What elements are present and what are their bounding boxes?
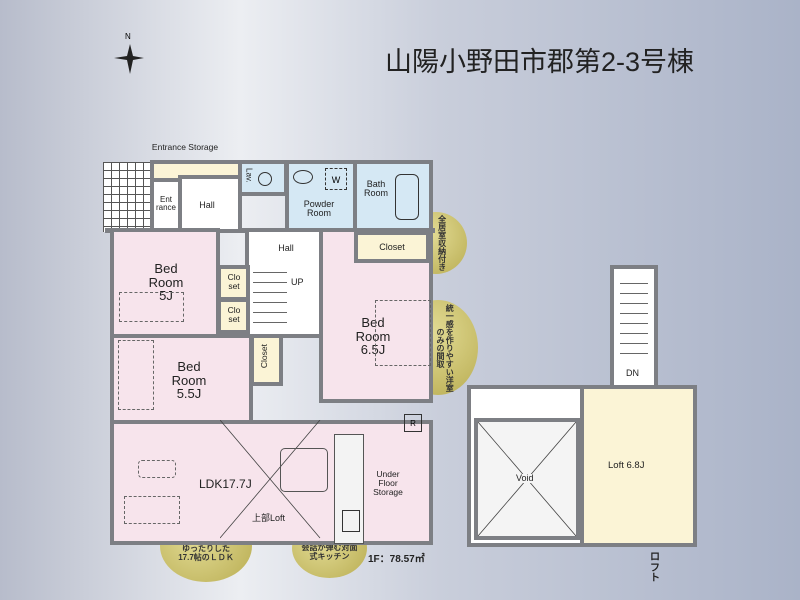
entrance-storage-label: Entrance Storage (151, 142, 219, 152)
loft-above-diagonal-lines (220, 420, 321, 539)
bath-room: Bath Room (353, 160, 433, 232)
loft: Loft 6.8J (580, 385, 697, 547)
bed-icon (118, 340, 154, 410)
bath-room-label: Bath Room (363, 179, 388, 199)
floor-area-label: 1F：78.57㎡ (368, 554, 425, 565)
under-floor-storage-label: Under Floor Storage (373, 469, 403, 497)
sofa-icon (124, 496, 180, 524)
bed-icon (119, 292, 184, 322)
hall-label: Hall (278, 243, 294, 253)
loft-dn-label: DN (626, 368, 639, 378)
loft-stairs (620, 283, 648, 363)
powder-room: W Powder Room (285, 160, 357, 232)
closet-a-label: Clo set (227, 272, 241, 291)
void: Void (474, 418, 580, 540)
table-icon (138, 460, 176, 478)
bedroom-65j-label: Bed Room 6.5J (355, 315, 391, 358)
bed-icon (375, 300, 431, 366)
loft-label: Loft 6.8J (608, 460, 645, 471)
loft-above-label: 上部Loft (252, 513, 286, 523)
lavatory: Lav. (238, 160, 288, 196)
bedroom-55j: Bed Room 5.5J (110, 334, 253, 424)
closet-right: Closet (354, 231, 430, 263)
stairs (253, 272, 287, 330)
page-title: 山陽小野田市郡第2-3号棟 (385, 47, 695, 77)
closet-right-label: Closet (379, 242, 405, 252)
ldk-label: LDK17.7J (199, 477, 252, 491)
toilet-icon (258, 172, 272, 186)
closet-a: Clo set (217, 265, 250, 301)
ldk: LDK17.7J 上部Loft R Under Floor Storage (110, 414, 433, 545)
void-label: Void (516, 473, 534, 484)
dining-table-icon (280, 448, 328, 492)
stairs-up-label: UP (291, 277, 304, 287)
washer-icon: W (325, 168, 347, 190)
closet-b: Clo set (217, 298, 250, 334)
closet-b-label: Clo set (227, 305, 241, 324)
bedroom-55j-label: Bed Room 5.5J (171, 359, 207, 402)
hall-upper: Hall (178, 175, 242, 233)
bathtub-icon (395, 174, 419, 220)
powder-room-label: Powder Room (303, 199, 335, 219)
entrance-porch-tiles (103, 162, 151, 232)
stove-icon (342, 510, 360, 532)
loft-floor-label: ロフト (650, 552, 660, 584)
hall-upper-label: Hall (199, 200, 215, 210)
bedroom-5j: Bed Room 5J (110, 228, 220, 338)
fridge-icon: R (404, 414, 422, 432)
entrance-label: Ent rance (155, 195, 176, 213)
lav-label: Lav. (244, 168, 254, 183)
closet-mid-label: Closet (259, 344, 269, 369)
washbasin-icon (293, 170, 313, 184)
closet-mid: Closet (250, 334, 283, 386)
loft-stair-column: DN (610, 265, 658, 389)
compass-icon: N (108, 32, 152, 76)
